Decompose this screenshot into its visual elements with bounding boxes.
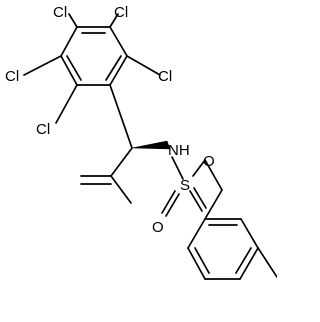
chemical-structure: Cl Cl Cl Cl Cl NH S O O xyxy=(5,4,277,280)
sulfur-label: S xyxy=(180,177,190,194)
chlorine-label-top-left: Cl xyxy=(53,4,67,21)
chlorine-label-right: Cl xyxy=(158,68,172,85)
oxygen-label-right: O xyxy=(203,153,215,170)
wedge-bond xyxy=(131,140,171,150)
ring-to-chiral-carbon-bond xyxy=(109,84,133,149)
chlorine-label-bottom-left: Cl xyxy=(36,121,50,138)
nitrogen-label: NH xyxy=(168,142,190,159)
isopropenyl-group xyxy=(80,147,133,204)
chlorine-label-top-right: Cl xyxy=(114,4,128,21)
chlorine-label-left: Cl xyxy=(5,68,19,85)
oxygen-label-left: O xyxy=(152,219,164,236)
chlorine-bonds xyxy=(23,13,161,124)
sulfonamide-group xyxy=(161,156,207,217)
pentachlorophenyl-ring xyxy=(60,26,128,86)
tolyl-ring xyxy=(187,159,277,280)
